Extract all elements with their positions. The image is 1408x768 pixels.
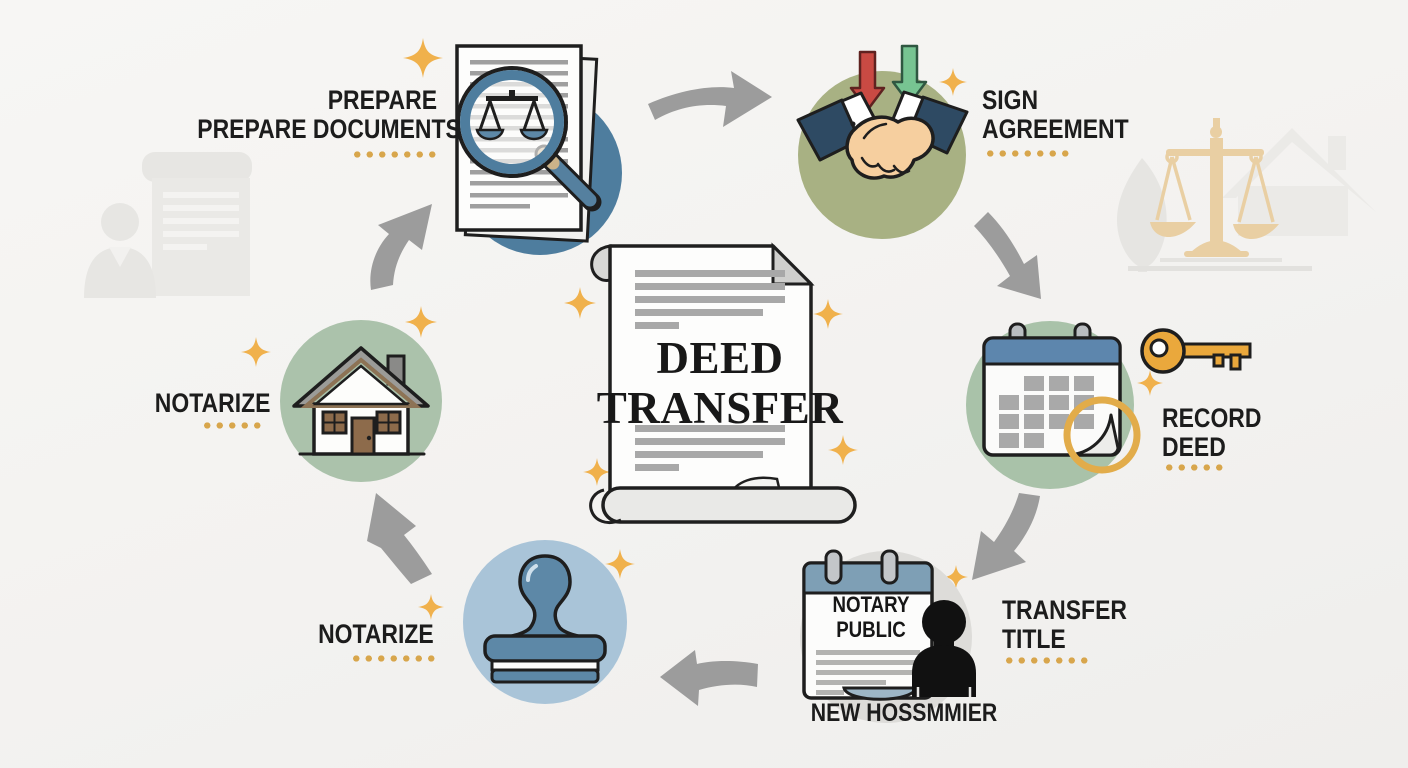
green-down-arrow-icon <box>891 44 928 106</box>
scales-of-justice-glyph <box>475 90 549 141</box>
label-sign-agreement: SIGN AGREEMENT <box>982 86 1202 144</box>
record-label-line-2: DEED <box>1162 431 1226 462</box>
record-label-line-1: RECORD <box>1162 403 1262 433</box>
transfer-label-line-2: TITLE <box>1002 623 1066 654</box>
house-icon <box>280 320 442 482</box>
page-curl <box>1066 413 1120 457</box>
lawyer-document-watermark <box>84 152 252 298</box>
arrow-stamp-to-house <box>367 493 432 584</box>
magnifier <box>456 66 602 212</box>
arrow-sign-to-record <box>974 212 1041 299</box>
label-notarize-stamp: NOTARIZE <box>298 619 434 649</box>
deed-scroll-icon <box>589 242 857 524</box>
clasped-hands <box>796 90 969 180</box>
arrow-record-to-transfer <box>972 493 1040 580</box>
scales-house-watermark <box>1116 118 1376 272</box>
person-silhouette <box>912 600 976 697</box>
notarize-stamp-label: NOTARIZE <box>318 619 434 649</box>
windows <box>321 410 402 435</box>
prepare-dots-divider <box>351 151 437 158</box>
notarize-house-label: NOTARIZE <box>154 388 271 418</box>
notepad-line-2: PUBLIC <box>836 616 906 642</box>
arrow-prepare-to-sign <box>648 71 772 127</box>
arrow-house-to-prepare <box>370 204 432 290</box>
document-magnifier-icon <box>455 44 622 255</box>
scales-watermark <box>1128 118 1312 271</box>
label-transfer-title: TRANSFER TITLE <box>1002 596 1152 654</box>
calendar-grid <box>999 376 1094 448</box>
tree-watermark <box>1116 158 1167 272</box>
notarize-stamp-dots-divider <box>350 655 436 662</box>
title-line-1: DEED <box>656 333 784 383</box>
rubber-stamp-icon <box>463 540 627 704</box>
house-watermark <box>1222 128 1376 236</box>
prepare-label-line-1: PREPARE <box>327 85 437 115</box>
door <box>350 416 376 456</box>
label-notarize-house: NOTARIZE <box>135 388 271 418</box>
label-record-deed: RECORD DEED <box>1162 404 1302 462</box>
title-line-2: TRANSFER <box>596 383 844 434</box>
key-icon <box>1140 328 1252 374</box>
notepad-person-icon <box>800 549 976 723</box>
calendar-icon <box>966 321 1141 489</box>
sign-label-line-2: AGREEMENT <box>982 113 1129 144</box>
arrow-transfer-to-stamp <box>660 650 758 706</box>
notepad-title: NOTARY PUBLIC <box>816 592 926 642</box>
prepare-label-line-2: PREPARE DOCUMENTS <box>197 113 461 144</box>
transfer-title-caption: NEW HOSSMMIER <box>810 699 998 727</box>
notepad-line-1: NOTARY <box>832 592 910 617</box>
label-prepare-documents: PREPARE PREPARE DOCUMENTS <box>155 85 461 144</box>
sign-dots-divider <box>984 150 1070 157</box>
notarize-house-dots-divider <box>201 422 265 429</box>
record-dots-divider <box>1163 464 1227 471</box>
sparkles <box>241 38 1163 620</box>
handshake-icon <box>796 44 969 239</box>
gold-ring <box>1063 396 1141 474</box>
diagram-title: DEED TRANSFER <box>578 333 862 434</box>
transfer-dots-divider <box>1003 657 1089 664</box>
sign-label-line-1: SIGN <box>982 85 1039 115</box>
transfer-label-line-1: TRANSFER <box>1002 595 1127 625</box>
